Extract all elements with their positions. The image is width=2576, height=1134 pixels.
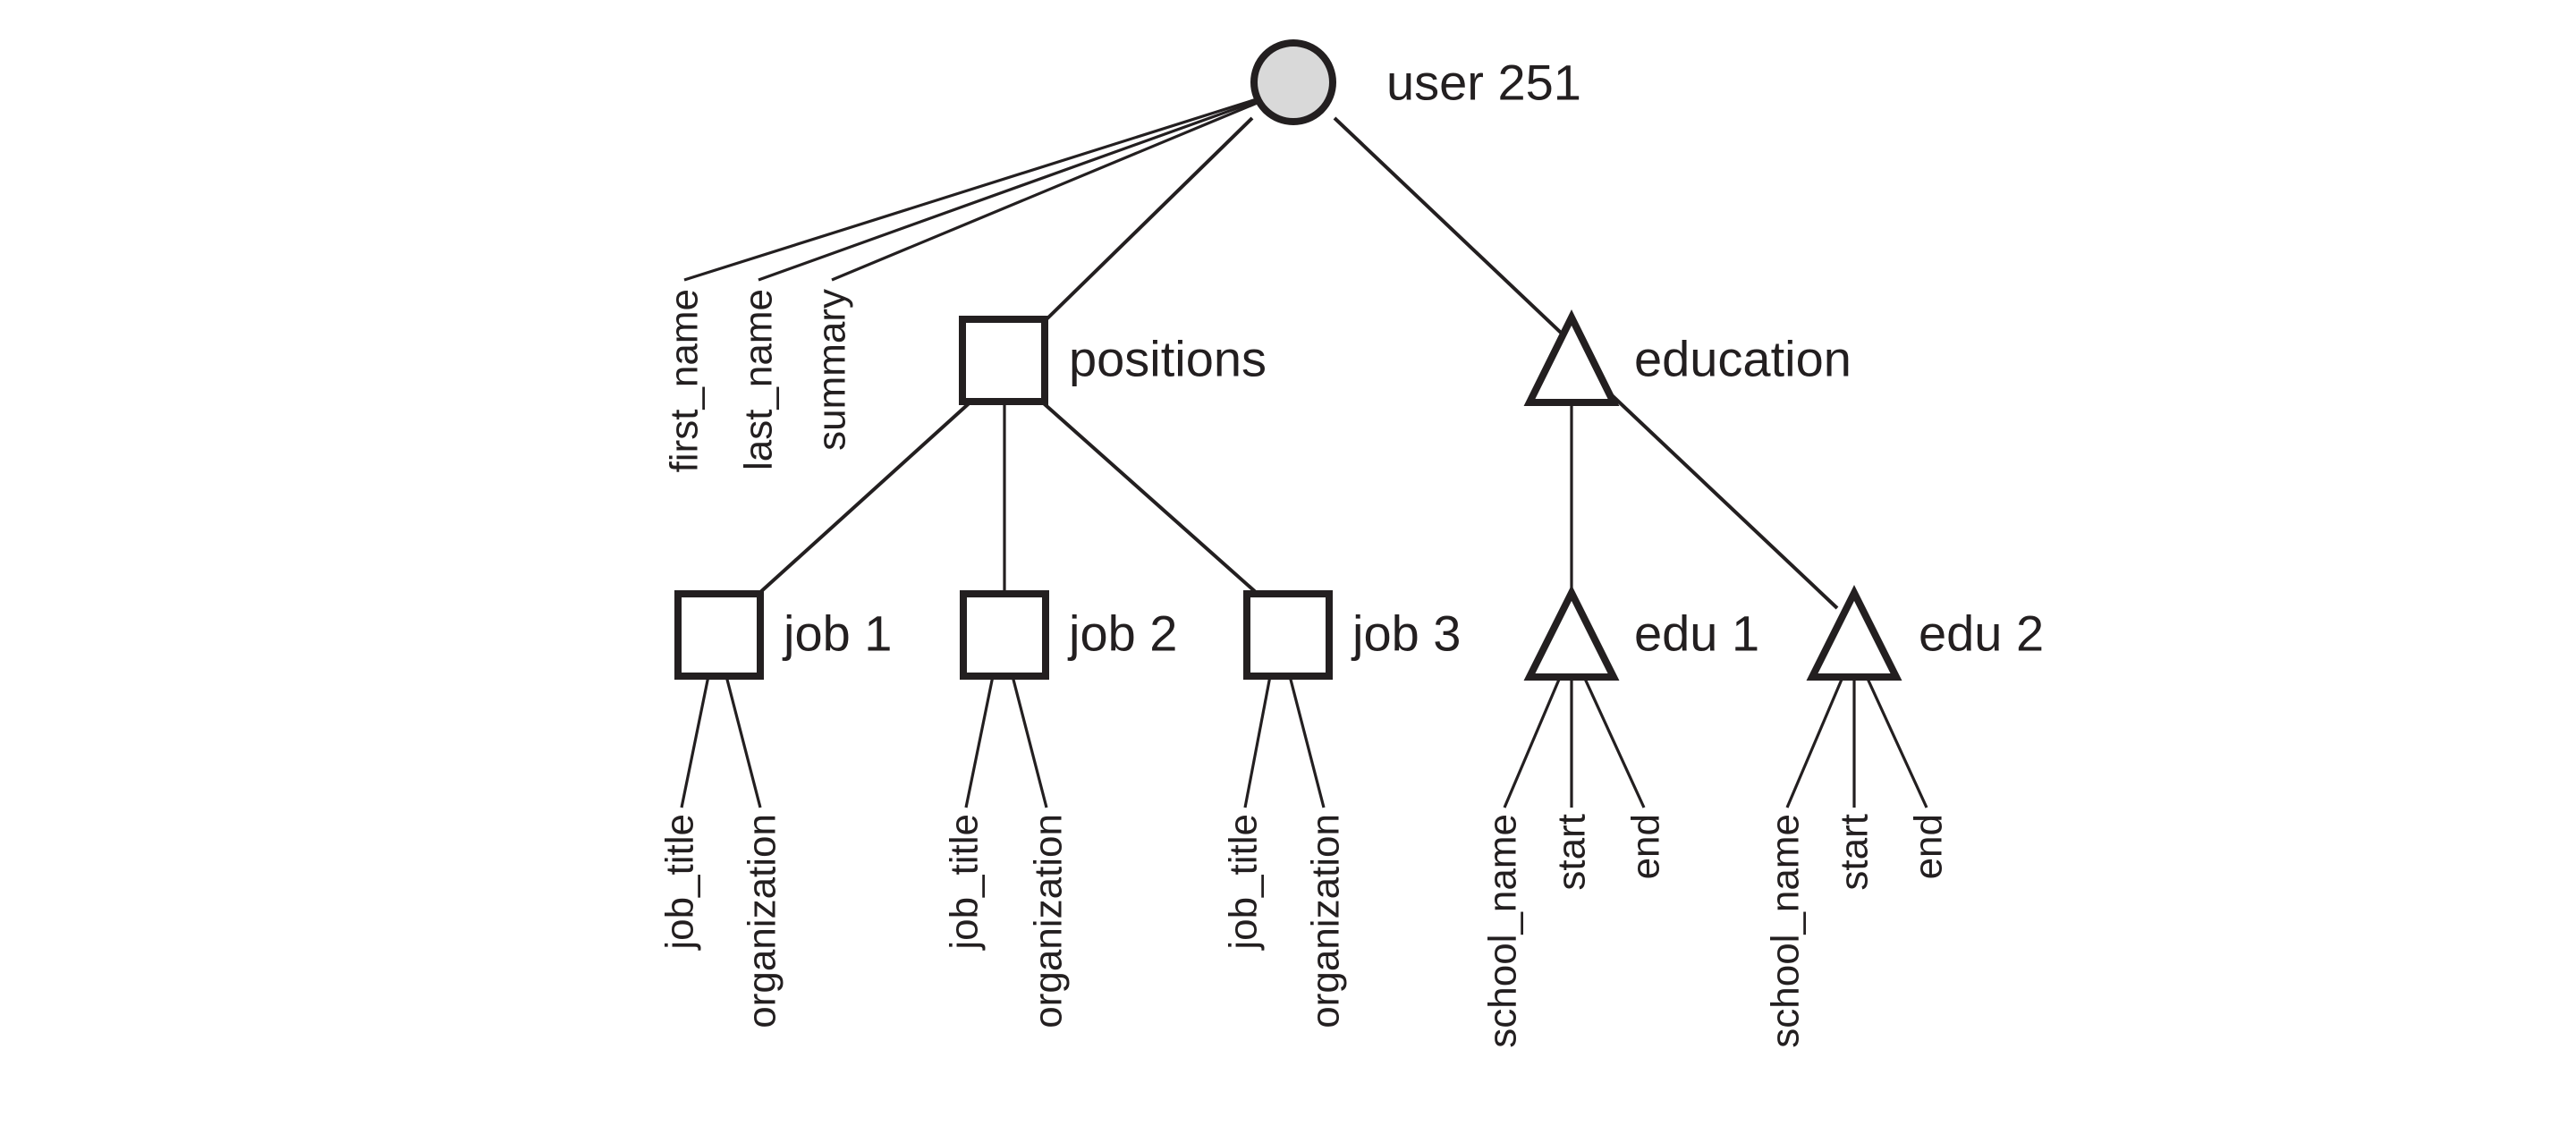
attribute-labels: first_name last_name summary job_title o… (658, 289, 1951, 1048)
edge-positions-job1 (757, 396, 977, 596)
user-node-circle (1250, 39, 1336, 125)
attr-job1-job-title: job_title (658, 814, 702, 952)
attr-user-summary: summary (810, 289, 854, 451)
edge-job2-organization (1011, 675, 1048, 808)
job1-node-label: job 1 (782, 605, 892, 662)
attr-job2-organization: organization (1027, 814, 1071, 1028)
edge-job3-organization (1288, 675, 1326, 808)
job2-node-label: job 2 (1067, 605, 1177, 662)
education-node-triangle (1523, 309, 1620, 406)
nodes (674, 39, 1902, 681)
edge-user-last-name (758, 98, 1260, 282)
edu2-node-label: edu 2 (1919, 605, 2044, 662)
edge-user-education (1333, 116, 1596, 366)
edu1-node-label: edu 1 (1634, 605, 1759, 662)
edge-job3-job-title (1243, 675, 1272, 808)
attr-edu1-end: end (1624, 814, 1668, 879)
edge-edu2-school-name (1785, 668, 1848, 808)
job3-node-square (1243, 590, 1333, 680)
edge-user-first-name (683, 97, 1260, 282)
edge-job1-job-title (680, 675, 710, 808)
attr-job3-organization: organization (1304, 814, 1348, 1028)
attr-edu1-school-name: school_name (1481, 814, 1525, 1048)
edge-edu1-school-name (1503, 668, 1565, 808)
positions-node-label: positions (1069, 331, 1267, 387)
edge-job1-organization (724, 675, 762, 808)
edge-user-summary (831, 100, 1260, 282)
attr-user-first-name: first_name (663, 289, 707, 472)
edge-edu2-end (1861, 668, 1928, 808)
attr-user-last-name: last_name (737, 289, 781, 470)
attr-edu2-school-name: school_name (1764, 814, 1808, 1048)
education-node-label: education (1634, 331, 1852, 387)
attr-job3-job-title: job_title (1222, 814, 1266, 952)
job3-node-label: job 3 (1351, 605, 1461, 662)
node-labels: user 251 positions education job 1 job 2… (782, 55, 2044, 662)
attr-job1-organization: organization (741, 814, 784, 1028)
edge-edu1-end (1579, 668, 1646, 808)
node-edges (757, 116, 1839, 610)
attr-edu2-start: start (1833, 814, 1877, 891)
edge-user-positions (1045, 116, 1254, 321)
attr-edu2-end: end (1907, 814, 1951, 879)
edu2-node-triangle (1806, 585, 1902, 681)
edge-job2-job-title (964, 675, 995, 808)
user-node-label: user 251 (1386, 55, 1581, 111)
attr-job2-job-title: job_title (943, 814, 987, 952)
attribute-edges (680, 97, 1928, 808)
job2-node-square (960, 590, 1049, 680)
positions-node-square (959, 316, 1048, 405)
edu1-node-triangle (1523, 585, 1620, 681)
attr-edu1-start: start (1550, 814, 1594, 891)
job1-node-square (674, 590, 764, 680)
edge-positions-job3 (1036, 396, 1259, 596)
edge-education-edu2 (1608, 392, 1839, 610)
